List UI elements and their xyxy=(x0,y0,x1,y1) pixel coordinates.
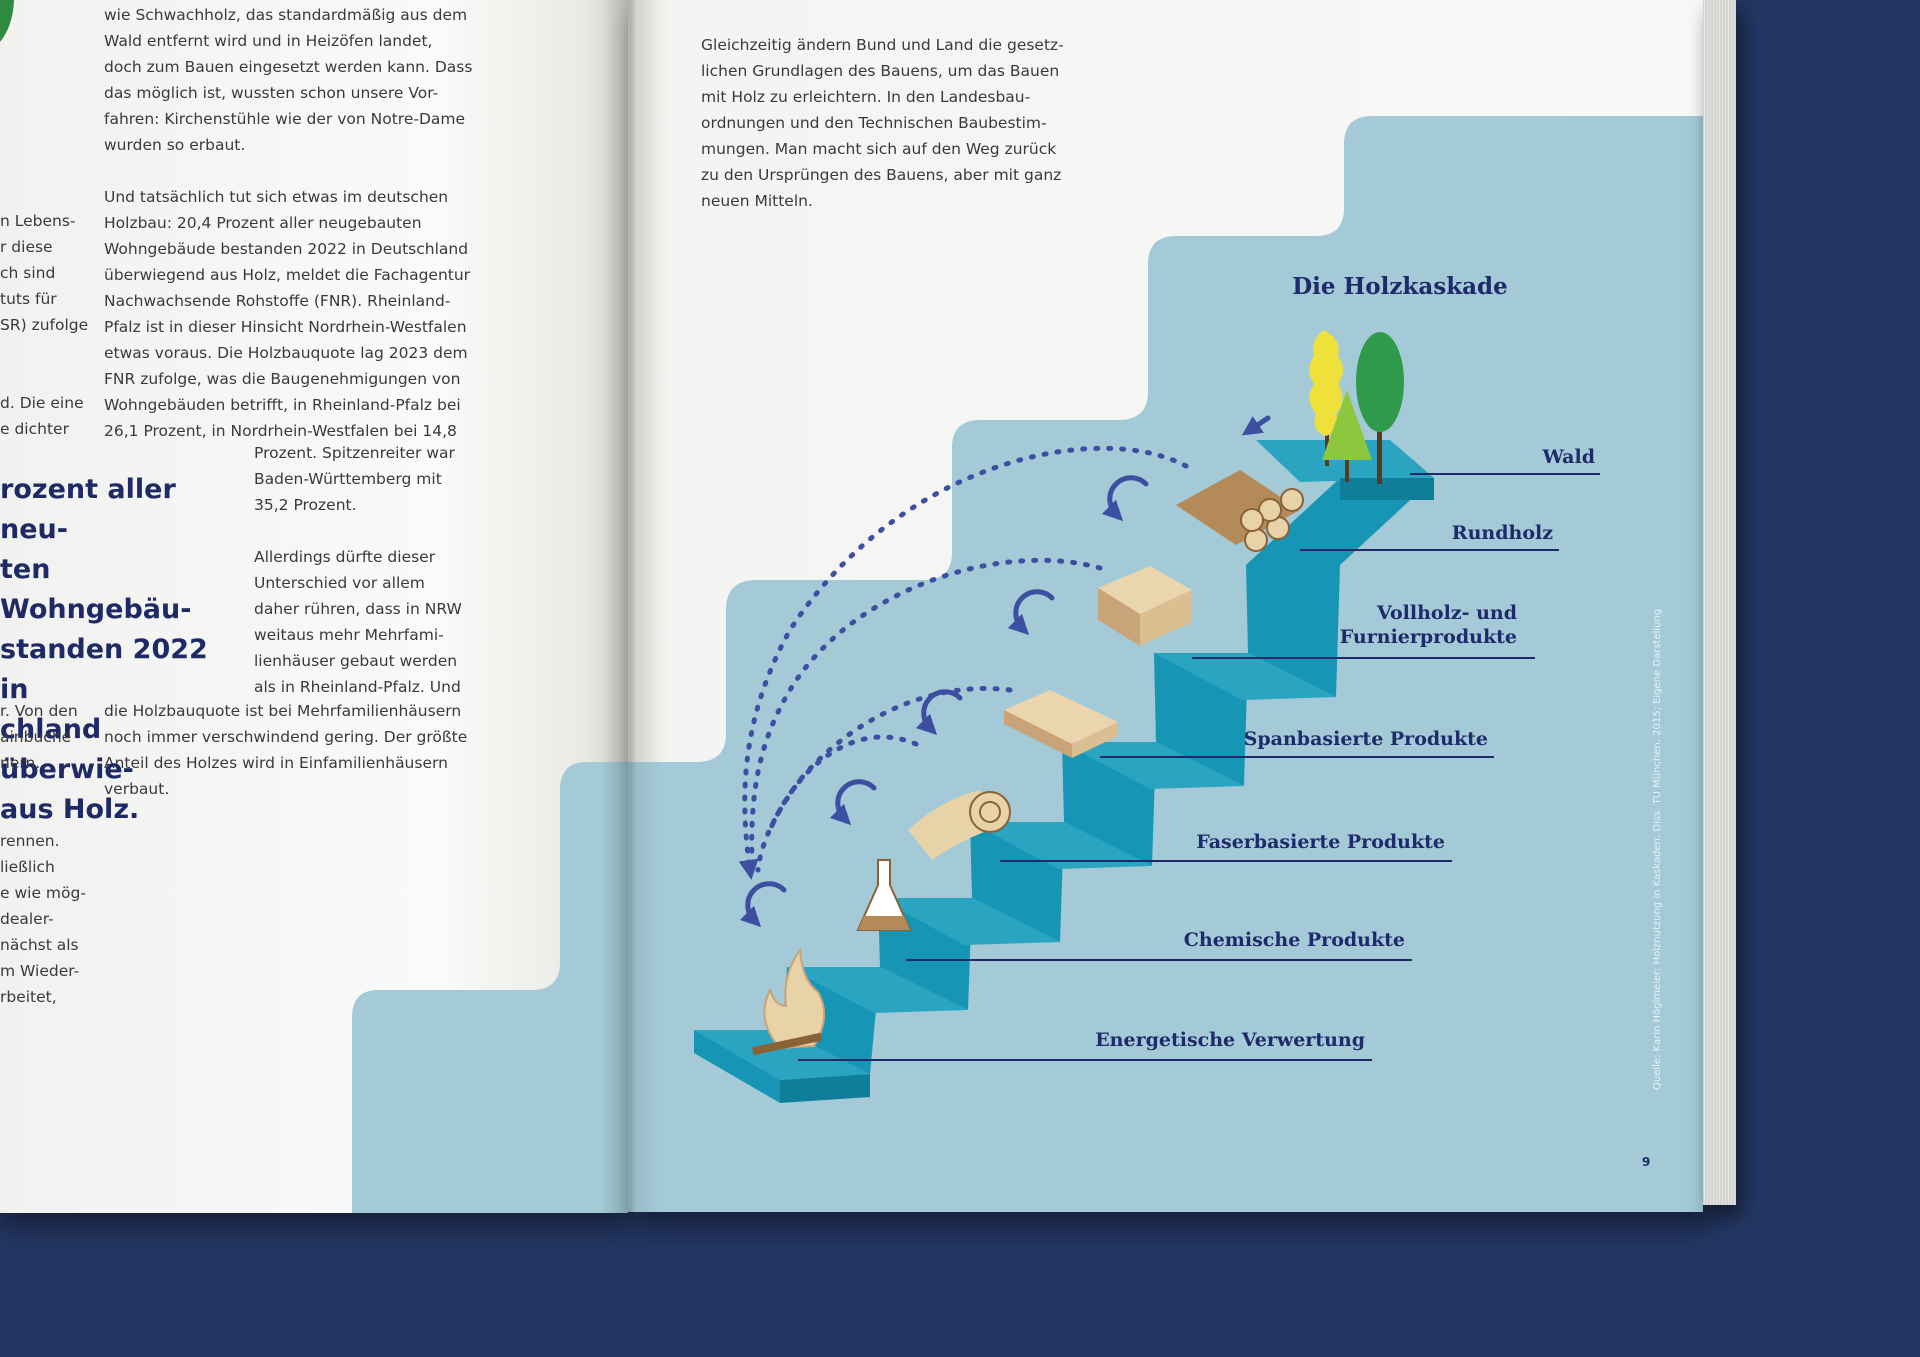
body-text-column-2: Prozent. Spitzenreiter war Baden-Württem… xyxy=(254,444,462,696)
cut-off-text-lower: r. Von den ainbuche nern. rennen. ließli… xyxy=(0,702,86,1006)
level-label-chemisch: Chemische Produkte xyxy=(1183,929,1405,951)
fire-icon xyxy=(751,947,825,1056)
isometric-staircase xyxy=(694,440,1434,1103)
pull-quote: rozent aller neu- ten Wohngebäu- standen… xyxy=(0,474,208,825)
level-label-rundholz: Rundholz xyxy=(1451,522,1553,544)
level-label-vollholz: Vollholz- und Furnierprodukte xyxy=(1339,602,1517,648)
infographic-title: Die Holzkaskade xyxy=(1292,273,1508,300)
left-page-blue-steps xyxy=(352,762,628,1213)
level-label-spanbasiert: Spanbasierte Produkte xyxy=(1243,728,1488,750)
body-text-column-3: die Holzbauquote ist bei Mehrfamilienhäu… xyxy=(104,702,468,798)
source-credit: Quelle: Karin Höglmeier: Holznutzung in … xyxy=(1652,608,1663,1090)
left-page: wie Schwachholz, das standardmäßig aus d… xyxy=(0,0,628,1213)
leaf-logo-icon xyxy=(0,0,14,42)
chipboard-icon xyxy=(1004,690,1118,758)
log-pile-icon xyxy=(1176,470,1304,552)
lumber-stack-icon xyxy=(1098,566,1192,646)
tree-icons xyxy=(1309,330,1404,484)
page-edges xyxy=(1703,0,1736,1205)
flask-icon xyxy=(856,859,912,931)
level-label-energetisch: Energetische Verwertung xyxy=(1095,1029,1365,1051)
label-lines xyxy=(798,473,1600,1061)
level-label-faserbasiert: Faserbasierte Produkte xyxy=(1196,831,1445,853)
page-number: 9 xyxy=(1642,1155,1651,1169)
intro-text: Gleichzeitig ändern Bund und Land die ge… xyxy=(701,36,1064,210)
body-text-column-1: wie Schwachholz, das standardmäßig aus d… xyxy=(104,6,473,440)
cascade-arrows xyxy=(738,415,1271,928)
cut-off-text-upper: n Lebens- r diese ch sind tuts für SR) z… xyxy=(0,212,89,438)
paper-roll-icon xyxy=(908,790,1011,860)
level-label-wald: Wald xyxy=(1542,446,1595,468)
